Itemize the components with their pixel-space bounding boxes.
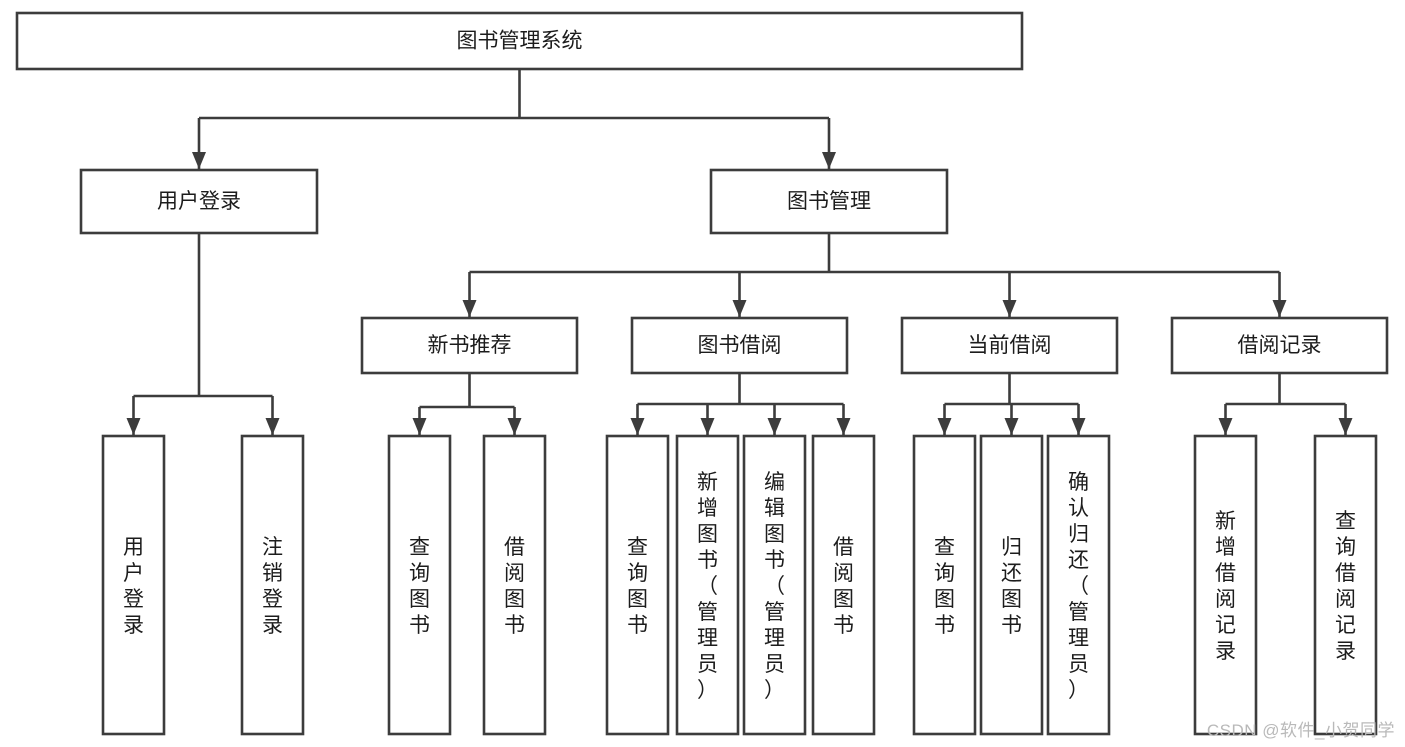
node-box[interactable] <box>387 434 452 736</box>
edge-group-borrow-record <box>1218 373 1353 435</box>
node-label: 确认归还（管理员） <box>1068 471 1089 702</box>
edge-group-current-borrow <box>937 373 1086 435</box>
node-leaf-borrow-book[interactable]: 借阅图书 <box>811 434 876 736</box>
node-label: 借阅图书 <box>833 536 854 637</box>
node-leaf-query-book-cur[interactable]: 查询图书 <box>912 434 977 736</box>
node-label: 图书借阅 <box>698 334 782 357</box>
node-label: 借阅记录 <box>1238 334 1322 357</box>
arrow-head-icon <box>1004 418 1019 435</box>
node-leaf-confirm-return-admin[interactable]: 确认归还（管理员） <box>1046 434 1111 736</box>
node-label: 新增借阅记录 <box>1215 510 1236 663</box>
node-box[interactable] <box>979 434 1044 736</box>
node-box[interactable] <box>482 434 547 736</box>
edge-group-new-book-recommend <box>412 373 522 435</box>
arrow-head-icon <box>732 300 747 317</box>
node-book-borrow[interactable]: 图书借阅 <box>630 316 849 375</box>
node-leaf-borrow-book-rec[interactable]: 借阅图书 <box>482 434 547 736</box>
node-leaf-user-login[interactable]: 用户登录 <box>101 434 166 736</box>
node-leaf-add-borrow-record[interactable]: 新增借阅记录 <box>1193 434 1258 736</box>
node-box[interactable] <box>912 434 977 736</box>
node-label: 用户登录 <box>157 190 241 213</box>
node-label: 注销登录 <box>262 536 283 637</box>
node-box[interactable] <box>709 168 949 235</box>
arrow-head-icon <box>822 152 836 169</box>
edge-group-root <box>192 69 836 169</box>
arrow-head-icon <box>462 300 477 317</box>
node-box[interactable] <box>1170 316 1389 375</box>
node-leaf-add-book-admin[interactable]: 新增图书（管理员） <box>675 434 740 736</box>
node-leaf-return-book[interactable]: 归还图书 <box>979 434 1044 736</box>
node-label: 查询图书 <box>409 536 430 637</box>
node-box[interactable] <box>630 316 849 375</box>
node-box[interactable] <box>1313 434 1378 736</box>
arrow-head-icon <box>630 418 645 435</box>
node-current-borrow[interactable]: 当前借阅 <box>900 316 1119 375</box>
node-book-manage[interactable]: 图书管理 <box>709 168 949 235</box>
node-box[interactable] <box>1193 434 1258 736</box>
edge-group-book-borrow <box>630 373 851 435</box>
node-box[interactable] <box>79 168 319 235</box>
arrow-head-icon <box>507 418 522 435</box>
node-label: 新书推荐 <box>428 334 512 357</box>
node-box[interactable] <box>15 11 1024 71</box>
node-user-login[interactable]: 用户登录 <box>79 168 319 235</box>
node-box[interactable] <box>742 434 807 736</box>
node-leaf-query-book-borrow[interactable]: 查询图书 <box>605 434 670 736</box>
edge-group-user-login <box>126 233 280 435</box>
node-leaf-edit-book-admin[interactable]: 编辑图书（管理员） <box>742 434 807 736</box>
node-label: 用户登录 <box>123 536 144 637</box>
node-box[interactable] <box>675 434 740 736</box>
node-leaf-query-book-rec[interactable]: 查询图书 <box>387 434 452 736</box>
node-label: 借阅图书 <box>504 536 525 637</box>
arrow-head-icon <box>265 418 280 435</box>
node-label: 当前借阅 <box>968 334 1052 357</box>
node-label: 查询图书 <box>934 536 955 637</box>
csdn-watermark: CSDN @软件_小贺同学 <box>1206 721 1395 740</box>
node-box[interactable] <box>101 434 166 736</box>
arrow-head-icon <box>412 418 427 435</box>
node-label: 归还图书 <box>1001 536 1022 637</box>
node-label: 查询借阅记录 <box>1335 510 1356 663</box>
node-layer: 图书管理系统用户登录图书管理新书推荐图书借阅当前借阅借阅记录用户登录注销登录查询… <box>15 11 1389 736</box>
node-box[interactable] <box>811 434 876 736</box>
arrow-head-icon <box>836 418 851 435</box>
node-leaf-user-logout[interactable]: 注销登录 <box>240 434 305 736</box>
arrow-head-icon <box>192 152 206 169</box>
arrow-head-icon <box>937 418 952 435</box>
node-label: 图书管理系统 <box>457 30 583 53</box>
edge-group-book-manage <box>462 233 1287 317</box>
connector-layer <box>126 69 1353 435</box>
node-box[interactable] <box>360 316 579 375</box>
node-label: 编辑图书（管理员） <box>764 471 785 702</box>
node-new-book-recommend[interactable]: 新书推荐 <box>360 316 579 375</box>
node-box[interactable] <box>900 316 1119 375</box>
arrow-head-icon <box>767 418 782 435</box>
arrow-head-icon <box>700 418 715 435</box>
arrow-head-icon <box>1071 418 1086 435</box>
arrow-head-icon <box>1002 300 1017 317</box>
node-label: 查询图书 <box>627 536 648 637</box>
arrow-head-icon <box>1218 418 1233 435</box>
arrow-head-icon <box>1272 300 1287 317</box>
arrow-head-icon <box>1338 418 1353 435</box>
node-box[interactable] <box>1046 434 1111 736</box>
node-label: 新增图书（管理员） <box>697 471 718 702</box>
node-box[interactable] <box>605 434 670 736</box>
node-label: 图书管理 <box>787 190 871 213</box>
node-leaf-query-borrow-record[interactable]: 查询借阅记录 <box>1313 434 1378 736</box>
node-root[interactable]: 图书管理系统 <box>15 11 1024 71</box>
node-box[interactable] <box>240 434 305 736</box>
node-borrow-record[interactable]: 借阅记录 <box>1170 316 1389 375</box>
arrow-head-icon <box>126 418 141 435</box>
